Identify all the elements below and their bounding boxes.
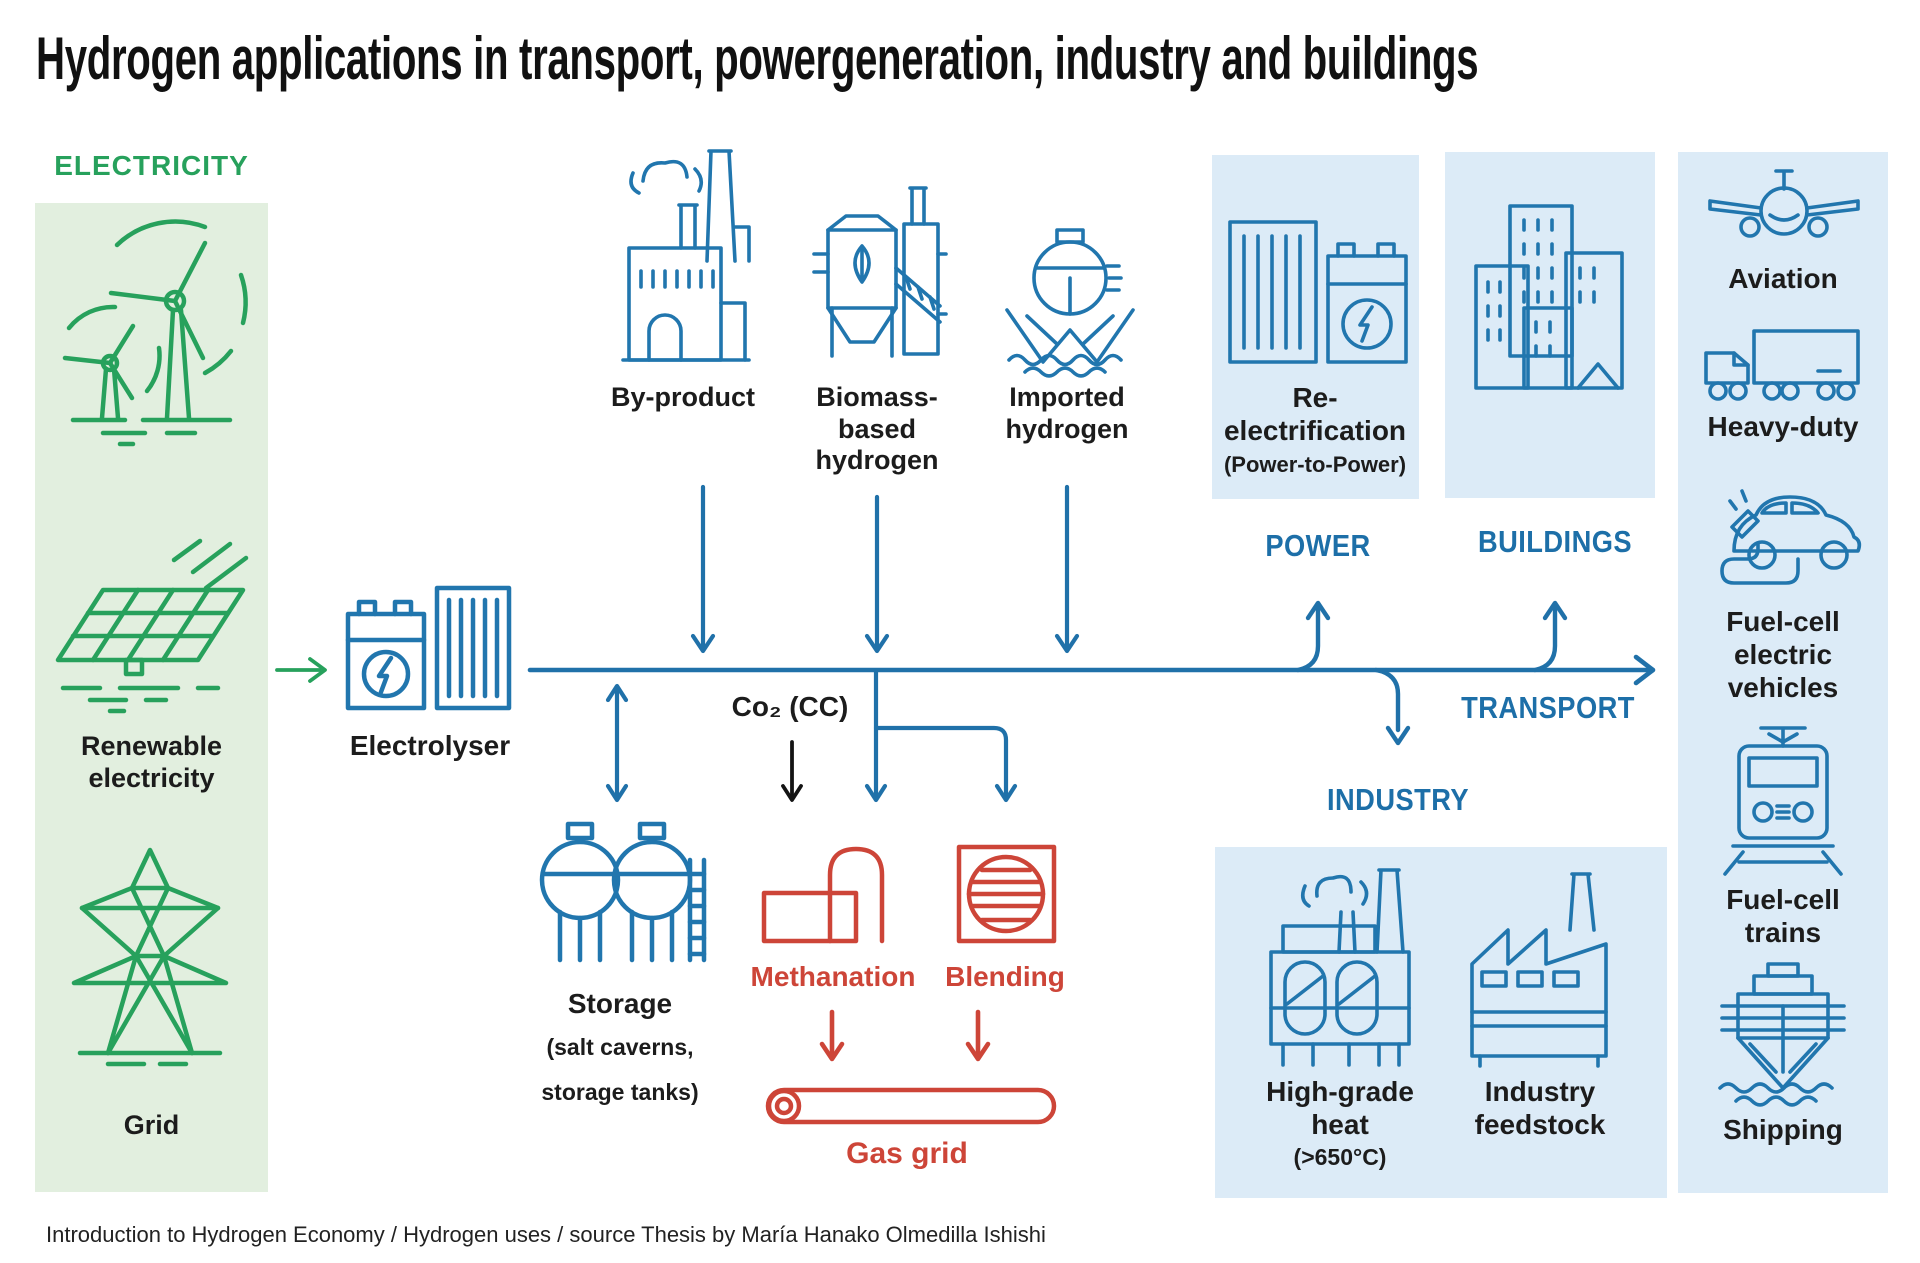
heat-line2: heat: [1311, 1108, 1369, 1140]
storage-sub1: (salt caverns,: [546, 1034, 694, 1060]
reelectrification-icon: [1228, 220, 1408, 364]
fcev-car-icon: [1720, 489, 1862, 585]
co2-label: Co₂ (CC): [731, 691, 849, 722]
fcev-label: Fuel-cell electric vehicles: [1683, 606, 1883, 704]
high-grade-heat-label: High-grade heat: [1240, 1076, 1440, 1142]
industry-sector-label: INDUSTRY: [1327, 782, 1469, 817]
biomass-line2: based: [837, 413, 917, 444]
hydrogen-ship-icon: [1005, 228, 1135, 378]
imported-label: Imported hydrogen: [967, 382, 1167, 445]
reelec-line1: Re-: [1292, 382, 1338, 413]
imported-line1: Imported: [1009, 382, 1125, 412]
airplane-icon: [1708, 169, 1860, 238]
truck-icon: [1704, 329, 1860, 401]
imported-line2: hydrogen: [1005, 413, 1129, 444]
biomass-plant-icon: [812, 186, 948, 358]
methanation-icon: [761, 846, 885, 944]
storage-label: Storage: [567, 988, 673, 1019]
blending-icon: [956, 844, 1057, 944]
power-sector-label: POWER: [1265, 528, 1371, 563]
feedstock-line2: feedstock: [1474, 1108, 1606, 1140]
fcev-line2: electric: [1733, 638, 1833, 670]
buildings-sector-label: BUILDINGS: [1478, 524, 1632, 559]
blending-label: Blending: [945, 961, 1065, 992]
trains-line1: Fuel-cell: [1726, 884, 1840, 915]
shipping-label: Shipping: [1723, 1114, 1843, 1145]
train-icon: [1723, 726, 1843, 876]
reelec-line3: (Power-to-Power): [1223, 452, 1407, 477]
high-grade-heat-icon: [1269, 868, 1411, 1067]
heat-temp-label: (>650°C): [1293, 1144, 1387, 1170]
gas-grid-label: Gas grid: [846, 1137, 968, 1170]
solar-panel-icon: [55, 538, 249, 714]
fuel-cell-trains-label: Fuel-cell trains: [1683, 884, 1883, 950]
fcev-line1: Fuel-cell: [1726, 606, 1840, 637]
renewable-electricity-label: Renewable electricity: [35, 731, 268, 794]
industry-feedstock-icon: [1470, 872, 1608, 1068]
storage-tanks-icon: [539, 821, 707, 963]
heavy-duty-label: Heavy-duty: [1707, 411, 1859, 442]
industry-feedstock-label: Industry feedstock: [1440, 1076, 1640, 1142]
grid-label: Grid: [123, 1110, 180, 1140]
feedstock-line1: Industry: [1484, 1076, 1596, 1107]
methanation-label: Methanation: [750, 961, 916, 992]
power-pylon-icon: [71, 847, 229, 1067]
transport-sector-label: TRANSPORT: [1461, 690, 1635, 725]
electrolyser-label: Electrolyser: [349, 730, 511, 761]
biomass-line1: Biomass-: [816, 382, 938, 412]
page-title: Hydrogen applications in transport, powe…: [36, 25, 1479, 92]
city-buildings-icon: [1474, 204, 1624, 390]
electricity-panel: [35, 203, 268, 1192]
fcev-line3: vehicles: [1727, 671, 1839, 703]
electrolyser-icon: [345, 585, 512, 711]
byproduct-factory-icon: [621, 149, 751, 362]
reelec-line2: electrification: [1223, 415, 1407, 446]
byproduct-label: By-product: [611, 382, 755, 412]
trains-line2: trains: [1744, 916, 1822, 948]
cargo-ship-icon: [1718, 962, 1846, 1107]
storage-sub2: storage tanks): [541, 1079, 699, 1105]
renewable-line1: Renewable: [80, 731, 223, 761]
biomass-label: Biomass- based hydrogen: [807, 382, 947, 477]
biomass-line3: hydrogen: [815, 445, 939, 476]
wind-turbines-icon: [62, 219, 248, 447]
electricity-heading: ELECTRICITY: [54, 150, 249, 181]
heat-line1: High-grade: [1266, 1076, 1414, 1107]
aviation-label: Aviation: [1728, 263, 1838, 294]
gas-pipe-icon: [765, 1087, 1057, 1125]
renewable-line2: electricity: [88, 762, 215, 793]
source-caption: Introduction to Hydrogen Economy / Hydro…: [46, 1222, 1046, 1247]
